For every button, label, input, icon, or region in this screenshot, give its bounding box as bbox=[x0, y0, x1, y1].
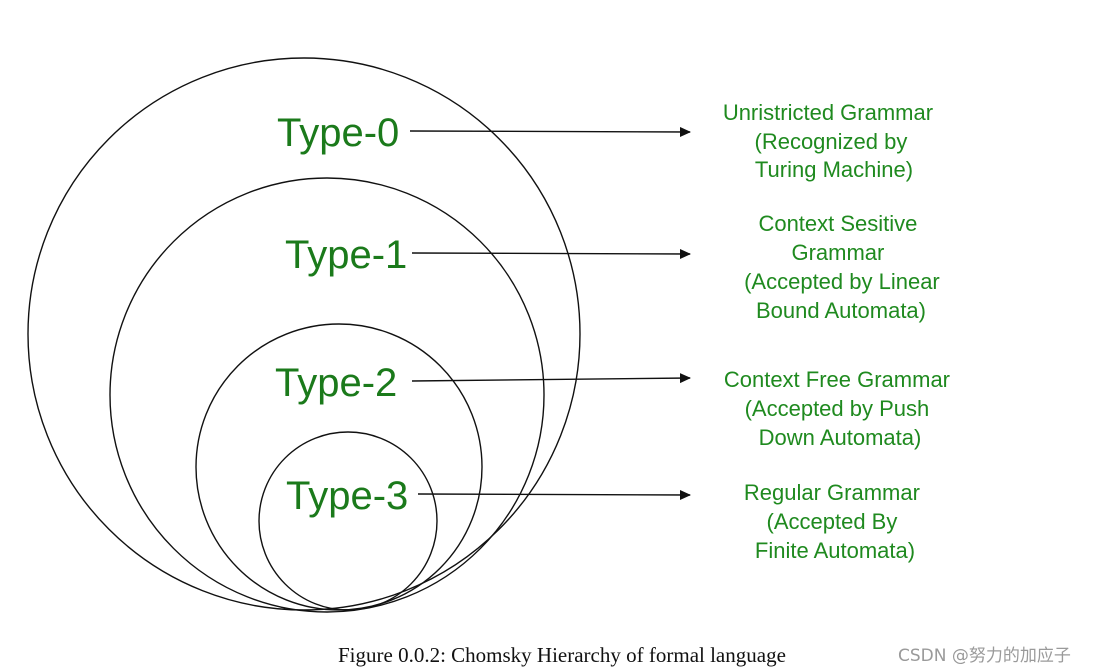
type-3-description: Regular Grammar (Accepted By Finite Auto… bbox=[744, 480, 926, 563]
description-line: Finite Automata) bbox=[755, 538, 915, 563]
description-line: (Accepted by Linear bbox=[744, 269, 940, 294]
description-line: Context Sesitive bbox=[758, 211, 917, 236]
type-0-circle bbox=[27, 57, 581, 611]
description-line: Context Free Grammar bbox=[724, 367, 950, 392]
type-2-arrow bbox=[411, 373, 691, 384]
type-3-label: Type-3 bbox=[286, 474, 408, 518]
watermark: CSDN @努力的加应子 bbox=[898, 646, 1071, 666]
type-1-circle bbox=[109, 177, 545, 613]
description-line: (Accepted By bbox=[767, 509, 898, 534]
type-0-description: Unristricted Grammar (Recognized by Turi… bbox=[723, 100, 939, 182]
description-line: Grammar bbox=[791, 240, 884, 265]
type-3-arrow bbox=[417, 489, 691, 500]
type-2-description: Context Free Grammar (Accepted by Push D… bbox=[724, 367, 956, 450]
description-line: Regular Grammar bbox=[744, 480, 920, 505]
type-1-description: Context Sesitive Grammar (Accepted by Li… bbox=[744, 211, 946, 323]
figure-caption: Figure 0.0.2: Chomsky Hierarchy of forma… bbox=[338, 643, 786, 667]
description-line: (Recognized by bbox=[755, 129, 908, 154]
description-line: Down Automata) bbox=[759, 425, 922, 450]
description-line: Unristricted Grammar bbox=[723, 100, 933, 125]
type-1-arrow bbox=[411, 248, 691, 259]
type-0-label: Type-0 bbox=[277, 111, 399, 155]
description-line: (Accepted by Push bbox=[745, 396, 930, 421]
type-1-label: Type-1 bbox=[285, 233, 407, 277]
type-0-arrow bbox=[409, 126, 691, 137]
description-line: Bound Automata) bbox=[756, 298, 926, 323]
type-2-label: Type-2 bbox=[275, 361, 397, 405]
description-line: Turing Machine) bbox=[755, 157, 913, 182]
type-3-circle bbox=[258, 431, 438, 611]
